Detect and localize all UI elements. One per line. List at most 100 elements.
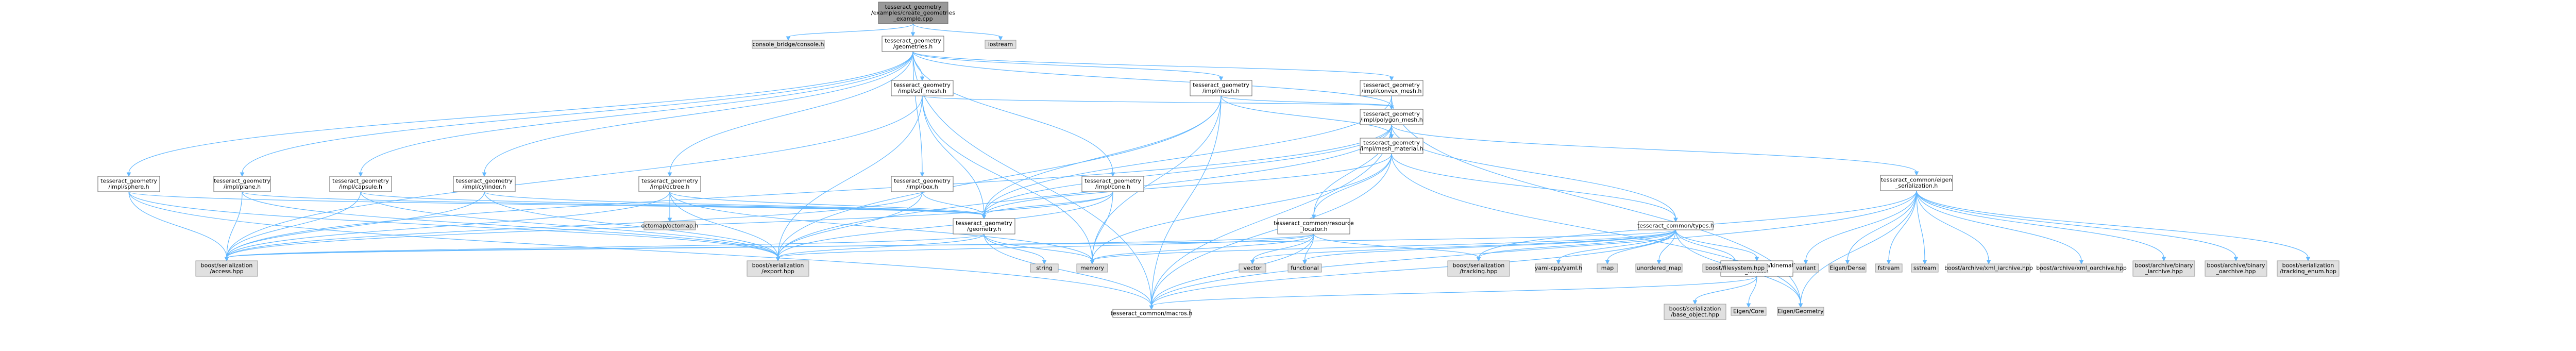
- node-label: tesseract_geometry: [1084, 178, 1141, 185]
- node-label: boost/archive/binary: [2134, 262, 2193, 269]
- edge-root-to-geometries: [910, 23, 916, 37]
- node-cone[interactable]: tesseract_geometry/impl/cone.h: [1081, 176, 1144, 192]
- edge-resourcelocator-to-functional: [1302, 233, 1314, 265]
- edge-geometries-to-sdfmesh: [912, 51, 925, 81]
- edge-mesh-to-export: [775, 95, 1222, 262]
- node-label: tesseract_geometry: [956, 220, 1012, 227]
- edge-eigenser-to-eigendense: [1845, 190, 1917, 265]
- edge-octree-to-memory: [669, 191, 1095, 265]
- node-label: boost/serialization: [201, 262, 253, 269]
- node-label: /impl/box.h: [906, 183, 938, 190]
- node-label: iostream: [988, 41, 1013, 47]
- edge-kinematic-to-eigencore: [1746, 276, 1757, 308]
- node-label: _example.cpp: [893, 15, 933, 22]
- node-octree[interactable]: tesseract_geometry/impl/octree.h: [638, 176, 701, 192]
- edge-geometries-to-mesh: [912, 51, 1224, 81]
- node-eigenser[interactable]: tesseract_common/eigen_serialization.h: [1880, 175, 1953, 191]
- edge-types-to-unorderedmap: [1656, 229, 1676, 265]
- edge-eigenser-to-binaryiarchive: [1916, 190, 2166, 262]
- edge-resourcelocator-to-access: [224, 233, 1314, 262]
- node-label: tesseract_common/macros.h: [1111, 310, 1193, 316]
- node-label: tesseract_geometry: [100, 178, 157, 185]
- node-label: Eigen/Core: [1733, 308, 1764, 314]
- node-sstream: sstream: [1911, 263, 1939, 273]
- node-label: tesseract_geometry: [456, 178, 513, 185]
- node-octomap: octomap/octomap.h: [641, 221, 699, 230]
- edge-types-to-vector: [1250, 229, 1676, 265]
- node-root[interactable]: tesseract_geometry/examples/create_geome…: [871, 2, 956, 24]
- edge-types-to-access: [224, 229, 1676, 262]
- node-polygonmesh[interactable]: tesseract_geometry/impl/polygon_mesh.h: [1360, 109, 1423, 125]
- edge-capsule-to-geometry: [360, 191, 987, 220]
- edge-geometry-to-memory: [984, 233, 1095, 265]
- node-label: /impl/polygon_mesh.h: [1360, 116, 1422, 123]
- dependency-nodes: tesseract_geometry/examples/create_geome…: [97, 2, 2340, 320]
- node-export: boost/serialization/export.hpp: [747, 260, 809, 277]
- node-label: /impl/capsule.h: [339, 183, 382, 190]
- edge-eigenser-to-trackingenum: [1916, 190, 2311, 262]
- node-label: /base_object.hpp: [1671, 311, 1719, 318]
- node-label: boost/archive/binary: [2207, 262, 2265, 269]
- edge-octree-to-octomap: [667, 191, 672, 223]
- node-sphere[interactable]: tesseract_geometry/impl/sphere.h: [97, 176, 160, 192]
- node-label: variant: [1796, 264, 1817, 271]
- edge-polygonmesh-to-macros: [1149, 124, 1392, 310]
- edge-eigenser-to-variant: [1803, 190, 1917, 265]
- node-geometry[interactable]: tesseract_geometry/geometry.h: [953, 218, 1015, 235]
- node-label: tesseract_geometry: [885, 4, 942, 10]
- edge-geometries-to-octree: [667, 51, 913, 177]
- edge-meshmaterial-to-resourcelocator: [1311, 153, 1392, 220]
- node-convexmesh[interactable]: tesseract_geometry/impl/convex_mesh.h: [1360, 80, 1423, 96]
- node-box[interactable]: tesseract_geometry/impl/box.h: [891, 176, 954, 192]
- node-label: tesseract_common/eigen: [1881, 177, 1953, 183]
- node-label: /impl/cylinder.h: [463, 183, 506, 190]
- node-geometries[interactable]: tesseract_geometry/geometries.h: [882, 36, 944, 52]
- node-label: yaml-cpp/yaml.h: [1535, 264, 1582, 271]
- edge-plane-to-geometry: [242, 191, 987, 220]
- edge-geometries-to-macros: [912, 51, 1154, 310]
- node-iostream: iostream: [985, 40, 1016, 49]
- node-macros[interactable]: tesseract_common/macros.h: [1111, 309, 1193, 318]
- edge-root-to-console: [786, 23, 914, 41]
- node-label: tesseract_geometry: [641, 178, 698, 185]
- node-types[interactable]: tesseract_common/types.h: [1637, 221, 1714, 230]
- node-tracking: boost/serialization/tracking.hpp: [1447, 260, 1510, 277]
- node-label: /tracking_enum.hpp: [2280, 268, 2336, 275]
- node-label: boost/serialization: [2282, 262, 2334, 269]
- node-label: boost/serialization: [1669, 306, 1721, 312]
- node-capsule[interactable]: tesseract_geometry/impl/capsule.h: [329, 176, 392, 192]
- node-eigendense: Eigen/Dense: [1828, 263, 1867, 273]
- edge-eigenser-to-binaryoarchive: [1916, 190, 2239, 262]
- node-resourcelocator[interactable]: tesseract_common/resource_locator.h: [1274, 218, 1354, 235]
- edge-types-to-map: [1605, 229, 1676, 265]
- node-label: fstream: [1878, 264, 1900, 271]
- node-access: boost/serialization/access.hpp: [195, 260, 258, 277]
- node-meshmaterial[interactable]: tesseract_geometry/impl/mesh_material.h: [1360, 138, 1423, 154]
- node-yamlcpp: yaml-cpp/yaml.h: [1535, 263, 1582, 273]
- node-label: tesseract_geometry: [1193, 82, 1249, 89]
- node-plane[interactable]: tesseract_geometry/impl/plane.h: [213, 176, 271, 192]
- node-label: octomap/octomap.h: [641, 222, 699, 229]
- node-mesh[interactable]: tesseract_geometry/impl/mesh.h: [1190, 80, 1252, 96]
- node-label: _iarchive.hpp: [2144, 268, 2182, 275]
- edge-polygonmesh-to-geometry: [981, 124, 1392, 220]
- edge-geometry-to-string: [984, 233, 1047, 265]
- node-label: /impl/plane.h: [224, 183, 261, 190]
- edge-sphere-to-macros: [128, 191, 1154, 310]
- node-xmliarchive: boost/archive/xml_iarchive.hpp: [1944, 263, 2033, 273]
- node-string: string: [1030, 263, 1059, 273]
- node-sdfmesh[interactable]: tesseract_geometry/impl/sdf_mesh.h: [891, 80, 954, 96]
- node-cylinder[interactable]: tesseract_geometry/impl/cylinder.h: [453, 176, 516, 192]
- node-label: tesseract_geometry: [332, 178, 389, 185]
- edge-types-to-memory: [1090, 229, 1676, 265]
- edge-polygonmesh-to-eigenser: [1391, 124, 1919, 176]
- node-label: /impl/mesh.h: [1202, 88, 1240, 94]
- node-label: tesseract_geometry: [1363, 111, 1420, 118]
- node-vector: vector: [1239, 263, 1266, 273]
- node-label: /impl/cone.h: [1095, 183, 1130, 190]
- node-baseobject: boost/serialization/base_object.hpp: [1664, 304, 1726, 320]
- node-eigengeometry: Eigen/Geometry: [1777, 307, 1824, 316]
- edge-geometries-to-box: [912, 51, 925, 177]
- node-label: /impl/sphere.h: [108, 183, 149, 190]
- node-fstream: fstream: [1875, 263, 1903, 273]
